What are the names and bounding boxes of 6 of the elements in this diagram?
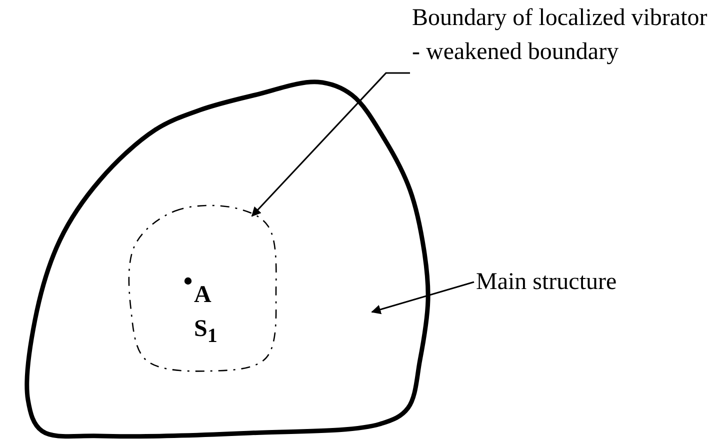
callout-text: Main structure: [476, 268, 618, 297]
point-label: A: [194, 282, 212, 308]
leader-arrow: [371, 281, 474, 314]
point-label: S$_{1}$: [194, 316, 218, 347]
callout-text: Boundary of localized vibrator - weakened boundary: [412, 4, 708, 67]
leader-arrow: [251, 72, 410, 217]
